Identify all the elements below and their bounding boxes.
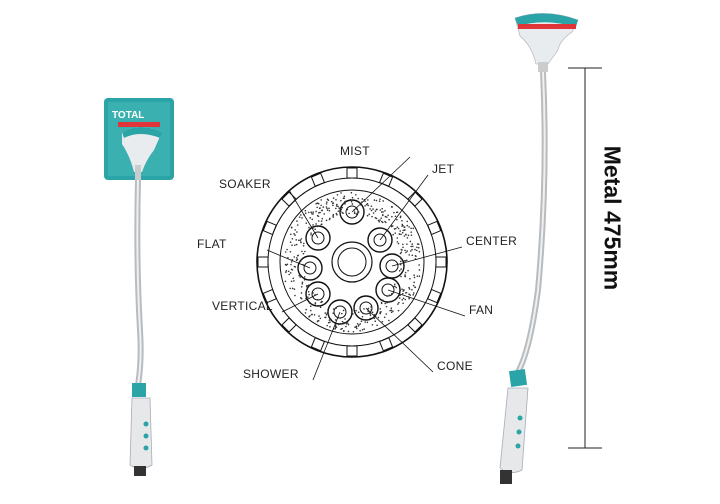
dimension-label: Metal 475mm (599, 146, 626, 290)
dial-notch (436, 257, 446, 267)
dial-notch (282, 318, 296, 332)
dial-notch (347, 346, 357, 356)
label-flat: FLAT (197, 237, 227, 251)
dial-notch (408, 318, 422, 332)
label-shower: SHOWER (243, 367, 299, 381)
dial-notch (258, 257, 268, 267)
packaging-image: TOTAL (104, 98, 174, 180)
label-fan: FAN (469, 303, 493, 317)
dial-notch (347, 168, 357, 178)
vertical-leader-line (282, 294, 318, 312)
label-vertical: VERTICAL (212, 299, 273, 313)
label-center: CENTER (466, 234, 517, 248)
label-cone: CONE (437, 359, 473, 373)
nozzle-dial-diagram (257, 157, 465, 380)
cone-leader-line (366, 308, 433, 372)
wand-right-image (500, 13, 578, 484)
label-soaker: SOAKER (219, 177, 271, 191)
flat-leader-line (267, 250, 310, 268)
svg-text:TOTAL: TOTAL (112, 110, 144, 121)
wand-left-image (130, 180, 152, 476)
dimension-line (568, 68, 602, 448)
label-jet: JET (432, 162, 454, 176)
mist-leader-line (352, 157, 410, 212)
label-mist: MIST (340, 144, 370, 158)
